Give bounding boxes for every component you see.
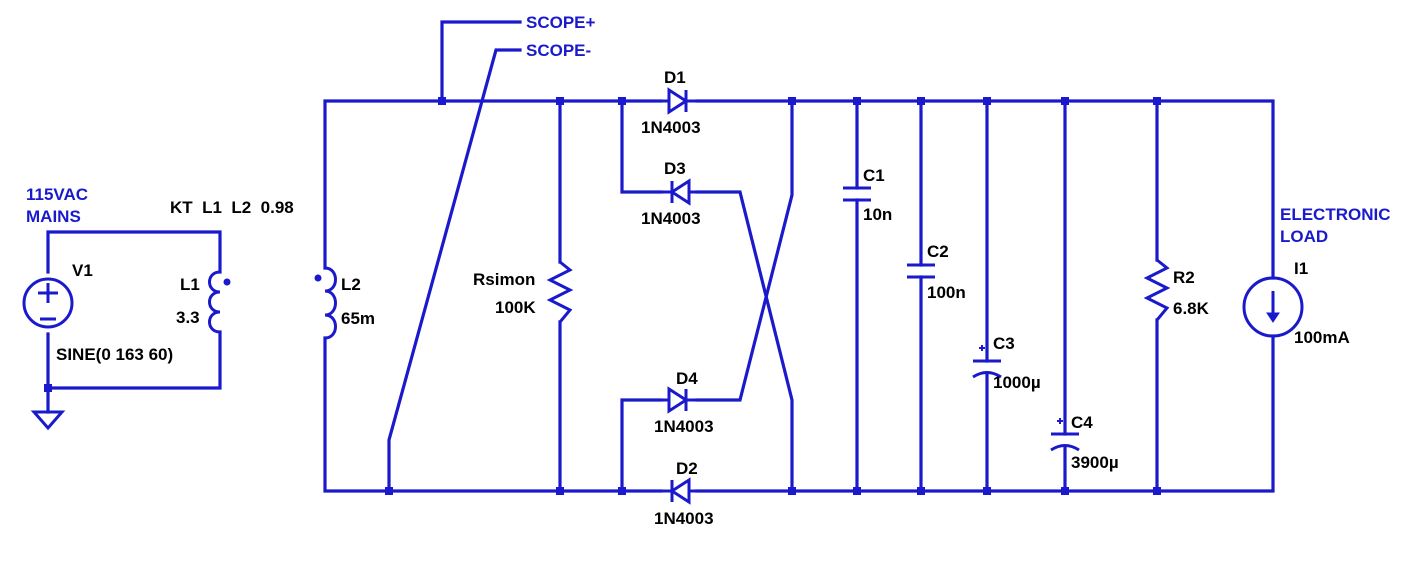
comment-load-line2: LOAD <box>1280 227 1328 246</box>
diode-d3-icon <box>661 178 697 206</box>
junction-dot <box>788 97 796 105</box>
junction-dot <box>556 487 564 495</box>
inductor-l2-icon <box>314 266 337 340</box>
junction-dot <box>853 97 861 105</box>
junction-dot <box>983 487 991 495</box>
resistor-rsimon-icon <box>546 260 574 323</box>
junction-dot <box>44 384 52 392</box>
c3-value: 1000µ <box>993 373 1041 392</box>
wire-bottom-rail-left <box>323 336 663 493</box>
wire-primary-bottom <box>46 330 222 390</box>
ground-icon <box>30 410 66 431</box>
l2-value: 65m <box>341 309 375 328</box>
d4-value: 1N4003 <box>654 417 714 436</box>
resistor-r2-icon <box>1143 258 1171 321</box>
voltage-source-icon <box>22 277 74 329</box>
d3-value: 1N4003 <box>641 209 701 228</box>
l1-value: 3.3 <box>176 308 200 327</box>
d2-ref: D2 <box>676 459 698 478</box>
coupling-directive: KT L1 L2 0.98 <box>170 198 294 217</box>
wire-scope-plus <box>440 20 522 103</box>
r2-ref: R2 <box>1173 268 1195 287</box>
wire-d3-cathode <box>695 190 794 493</box>
c2-value: 100n <box>927 283 966 302</box>
d2-value: 1N4003 <box>654 509 714 528</box>
labels: SCOPE+ SCOPE- 115VAC MAINS ELECTRONIC LO… <box>26 13 1391 528</box>
diode-d2-icon <box>661 477 697 505</box>
junction-dot <box>1061 487 1069 495</box>
v1-ref: V1 <box>72 261 93 280</box>
wires <box>46 20 1275 493</box>
net-label-scope-plus: SCOPE+ <box>526 13 596 32</box>
current-source-icon <box>1242 276 1304 338</box>
polarized-capacitor-c3-icon <box>972 345 1002 379</box>
junction-dot <box>438 97 446 105</box>
wire-bottom-rail-right <box>695 334 1275 493</box>
c2-ref: C2 <box>927 242 949 261</box>
wire-d4-anode <box>620 398 663 493</box>
junction-dot <box>917 487 925 495</box>
wire-primary-top <box>46 230 222 274</box>
d1-value: 1N4003 <box>641 118 701 137</box>
junction-dot <box>1153 97 1161 105</box>
comment-mains-line1: 115VAC <box>26 185 88 204</box>
d1-ref: D1 <box>664 68 686 87</box>
d3-ref: D3 <box>664 159 686 178</box>
junction-dot <box>1153 487 1161 495</box>
i1-ref: I1 <box>1294 259 1308 278</box>
rsimon-ref: Rsimon <box>473 270 535 289</box>
l2-ref: L2 <box>341 275 361 294</box>
junction-dot <box>385 487 393 495</box>
junction-dot <box>788 487 796 495</box>
comment-load-line1: ELECTRONIC <box>1280 205 1391 224</box>
v1-value: SINE(0 163 60) <box>56 345 173 364</box>
rsimon-value: 100K <box>495 298 536 317</box>
junction-dot <box>618 97 626 105</box>
c1-ref: C1 <box>863 166 885 185</box>
junction-dot <box>917 97 925 105</box>
c4-ref: C4 <box>1071 413 1093 432</box>
junction-dot <box>618 487 626 495</box>
d4-ref: D4 <box>676 369 698 388</box>
junction-dot <box>983 97 991 105</box>
c1-value: 10n <box>863 205 892 224</box>
diode-d1-icon <box>661 87 697 115</box>
comment-mains-line2: MAINS <box>26 207 81 226</box>
r2-value: 6.8K <box>1173 299 1210 318</box>
wire-d4-cathode <box>695 99 794 402</box>
inductor-l1-icon <box>208 270 231 334</box>
junction-dot <box>1061 97 1069 105</box>
capacitor-c2-icon <box>907 263 935 279</box>
junction-dot <box>556 97 564 105</box>
wire-top-rail-left <box>323 99 663 270</box>
net-label-scope-minus: SCOPE- <box>526 41 591 60</box>
wire-top-rail-right <box>695 99 1275 280</box>
i1-value: 100mA <box>1294 328 1350 347</box>
wire-scope-minus <box>387 48 522 493</box>
c3-ref: C3 <box>993 334 1015 353</box>
capacitor-c1-icon <box>843 186 871 202</box>
diode-d4-icon <box>661 386 697 414</box>
l1-ref: L1 <box>180 275 200 294</box>
wire-d3-anode <box>620 99 663 194</box>
junctions <box>44 97 1161 495</box>
polarized-capacitor-c4-icon <box>1050 418 1080 452</box>
junction-dot <box>853 487 861 495</box>
c4-value: 3900µ <box>1071 453 1119 472</box>
